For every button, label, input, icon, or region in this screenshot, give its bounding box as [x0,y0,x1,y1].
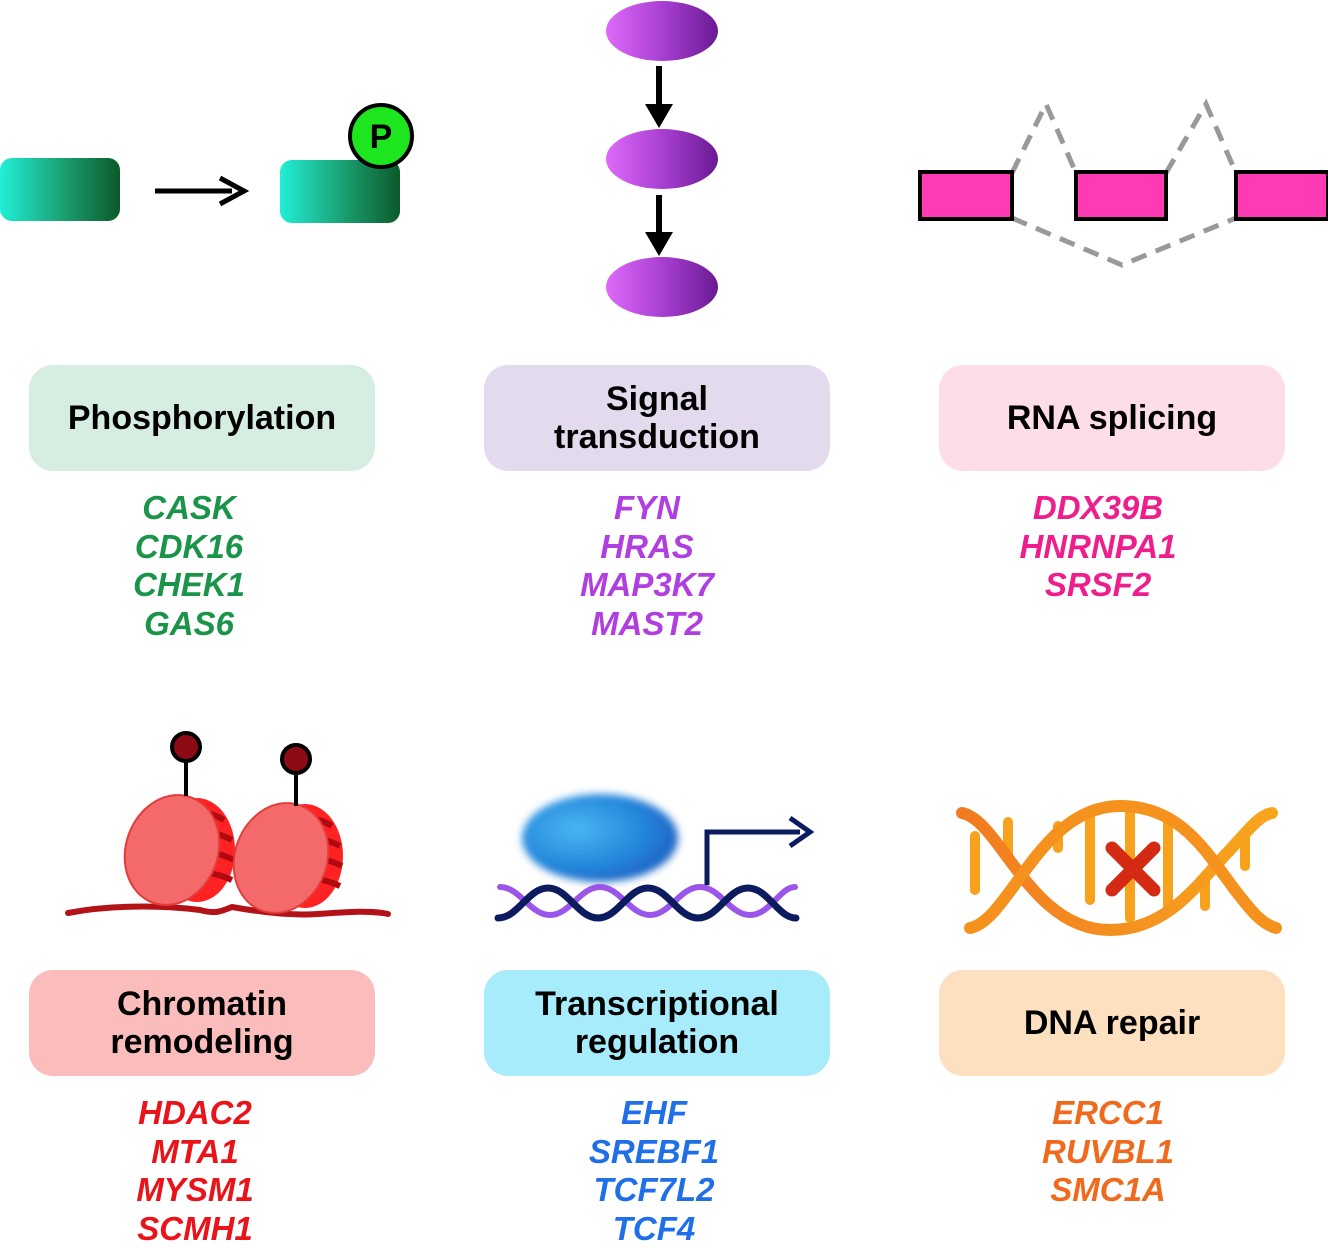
transcriptional-regulation-illustration [498,794,810,918]
right-arrow-icon [155,178,244,204]
dna-repair-illustration [962,806,1276,930]
gene-name: HRAS [474,528,820,567]
gene-name: ERCC1 [935,1094,1281,1133]
histone-mark-pin-icon [282,745,310,806]
splice-junction-top [1166,104,1236,173]
gene-list: FYN HRAS MAP3K7 MAST2 [474,489,820,643]
kinase-node-1 [606,1,718,61]
phosphate-badge-icon: P [350,105,412,167]
gene-name: GAS6 [16,605,362,644]
transcription-start-arrow-icon [707,818,810,885]
down-arrow-icon [645,66,673,128]
gene-name: MAP3K7 [474,566,820,605]
category-title: Signal transduction [554,380,760,456]
splice-junction-top [1012,104,1076,173]
histone-mark-pin-icon [172,733,200,796]
gene-name: DDX39B [925,489,1271,528]
gene-name: CASK [16,489,362,528]
phosphorylation-illustration: P [0,105,412,223]
category-card-transcriptional-regulation: Transcriptional regulation [484,970,830,1076]
gene-name: CHEK1 [16,566,362,605]
exon-box [1236,172,1328,219]
category-card-phosphorylation: Phosphorylation [29,365,375,471]
category-title: RNA splicing [1007,399,1217,437]
category-card-dna-repair: DNA repair [939,970,1285,1076]
down-arrow-icon [645,195,673,256]
splice-junction-skip [1012,218,1236,265]
gene-list: ERCC1 RUVBL1 SMC1A [935,1094,1281,1210]
gene-list: EHF SREBF1 TCF7L2 TCF4 [481,1094,827,1248]
gene-name: MTA1 [22,1133,368,1172]
gene-name: HDAC2 [22,1094,368,1133]
category-title: Transcriptional regulation [535,985,779,1061]
category-title: Phosphorylation [68,399,336,437]
gene-list: DDX39B HNRNPA1 SRSF2 [925,489,1271,605]
phosphorylated-protein-shape [280,160,400,223]
category-card-chromatin-remodeling: Chromatin remodeling [29,970,375,1076]
gene-name: SRSF2 [925,566,1271,605]
substrate-protein-shape [0,158,120,221]
category-card-rna-splicing: RNA splicing [939,365,1285,471]
chromatin-remodeling-illustration [68,733,388,926]
transcription-factor-blob [522,794,678,882]
gene-name: EHF [481,1094,827,1133]
gene-name: SCMH1 [22,1210,368,1248]
kinase-node-2 [606,129,718,189]
exon-box [1076,172,1166,219]
gene-name: MAST2 [474,605,820,644]
gene-name: TCF7L2 [481,1171,827,1210]
phosphate-label: P [370,118,393,156]
gene-name: CDK16 [16,528,362,567]
gene-name: HNRNPA1 [925,528,1271,567]
kinase-node-3 [606,257,718,317]
category-title: Chromatin remodeling [110,985,293,1061]
gene-name: FYN [474,489,820,528]
category-title: DNA repair [1024,1004,1200,1042]
gene-list: CASK CDK16 CHEK1 GAS6 [16,489,362,643]
category-card-signal-transduction: Signal transduction [484,365,830,471]
gene-list: HDAC2 MTA1 MYSM1 SCMH1 [22,1094,368,1248]
gene-name: TCF4 [481,1210,827,1248]
gene-name: MYSM1 [22,1171,368,1210]
nucleosome-shape [110,782,235,919]
signal-transduction-illustration [606,1,718,317]
gene-name: RUVBL1 [935,1133,1281,1172]
rna-splicing-illustration [920,104,1328,265]
gene-name: SMC1A [935,1171,1281,1210]
gene-name: SREBF1 [481,1133,827,1172]
exon-box [920,172,1012,219]
dna-strand [68,907,388,915]
